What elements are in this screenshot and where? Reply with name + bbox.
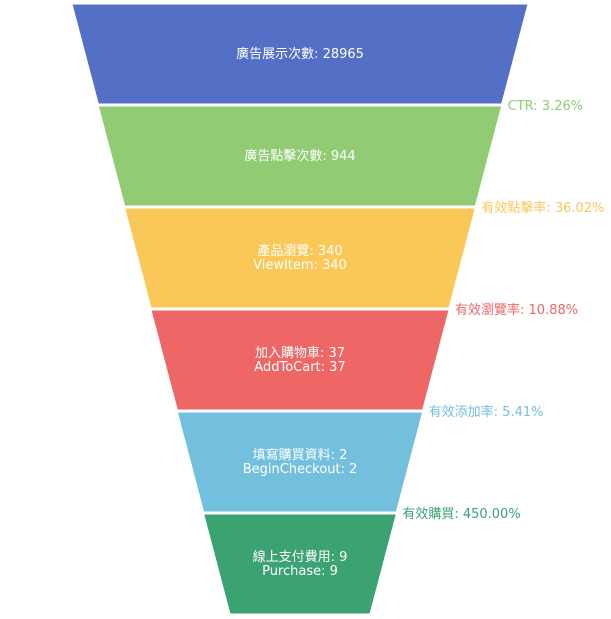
funnel-segment-3-label-1: 產品瀏覽: 340 [257,243,342,259]
funnel-segment-5-label-1: 填寫購買資料: 2 [253,447,348,463]
funnel-segment-5-label-2: BeginCheckout: 2 [243,462,358,477]
funnel-segment-4[interactable] [150,309,450,411]
conversion-rate-label-1: CTR: 3.26% [508,99,583,114]
conversion-rate-label-3: 有效瀏覽率: 10.88% [455,302,578,318]
funnel-segment-5[interactable] [176,411,424,513]
conversion-rate-label-5: 有效購買: 450.00% [402,507,520,522]
funnel-stages: 廣告展示次數: 28965 廣告點擊次數: 944 產品瀏覽: 340ViewIte… [71,3,529,615]
conversion-rate-labels: CTR: 3.26% 有效點擊率: 36.02% 有效瀏覽率: 10.88% 有效添加… [402,99,604,522]
funnel-segment-1[interactable] [71,3,529,105]
conversion-rate-label-2: 有效點擊率: 36.02% [481,200,604,216]
funnel-segment-3[interactable] [124,207,476,309]
funnel-segment-6-label-1: 線上支付費用: 9 [253,549,348,565]
funnel-segment-6[interactable] [203,513,397,615]
funnel-segment-2-label-1: 廣告點擊次數: 944 [244,148,355,164]
conversion-rate-label-4: 有效添加率: 5.41% [429,404,544,420]
funnel-segment-2[interactable] [97,105,503,207]
funnel-segment-4-label-2: AddToCart: 37 [254,360,345,375]
funnel-segment-3-label-2: ViewItem: 340 [253,258,347,273]
funnel-segment-4-label-1: 加入購物車: 37 [255,346,345,361]
funnel-segment-6-label-2: Purchase: 9 [262,564,338,579]
funnel-segment-1-label-1: 廣告展示次數: 28965 [236,46,364,62]
